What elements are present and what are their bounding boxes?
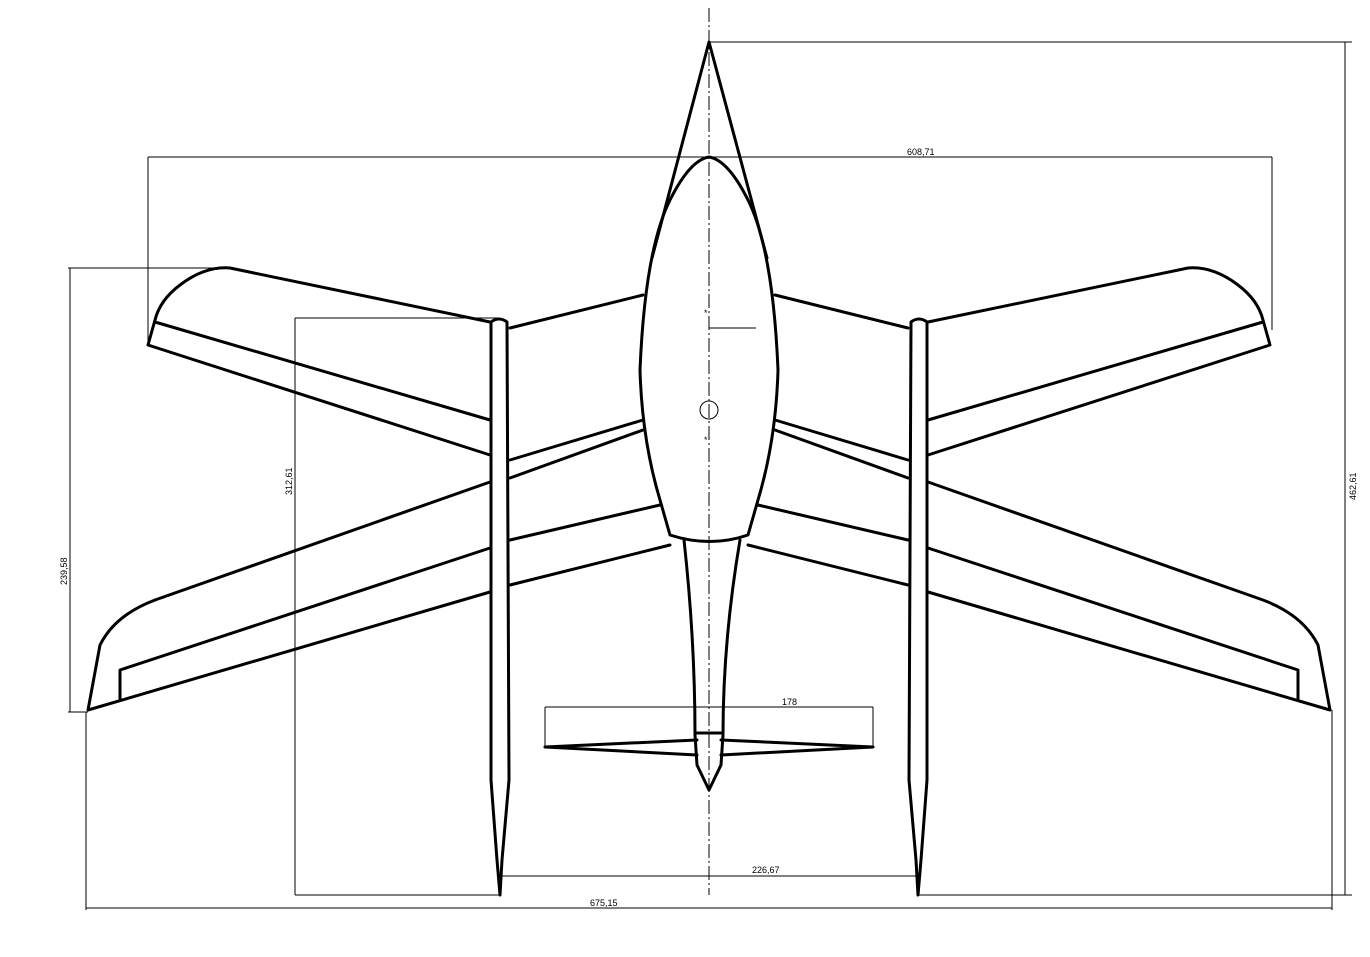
- rear-wing-left: [86, 428, 672, 712]
- front-wing-right: [773, 266, 1272, 462]
- front-wing-left: [146, 266, 645, 462]
- dim-wingspan-front: 608,71: [907, 147, 935, 157]
- dimension-lines: [68, 41, 1352, 910]
- dim-tailplane-span: 178: [782, 697, 797, 707]
- dim-overall-length: 462,61: [1348, 472, 1358, 500]
- tailplane-right: [719, 738, 875, 757]
- tail-boom: [682, 538, 742, 792]
- left-half: [86, 266, 699, 897]
- fuselage-pod: [638, 155, 780, 543]
- dim-boom-length: 312,61: [284, 467, 294, 495]
- dim-wingspan-rear: 675,15: [590, 898, 618, 908]
- right-half: [719, 266, 1332, 897]
- dim-boom-spacing: 226,67: [752, 865, 780, 875]
- asterisk-marker-icon: *: [704, 308, 708, 318]
- rear-wing-right: [746, 428, 1332, 712]
- boom-left: [489, 317, 511, 897]
- asterisk-marker-icon: *: [704, 435, 708, 445]
- cg-marker-icon: [699, 400, 719, 420]
- tailplane-left: [543, 738, 699, 757]
- boom-right: [907, 317, 929, 897]
- dim-rear-wing: 239,58: [59, 557, 69, 585]
